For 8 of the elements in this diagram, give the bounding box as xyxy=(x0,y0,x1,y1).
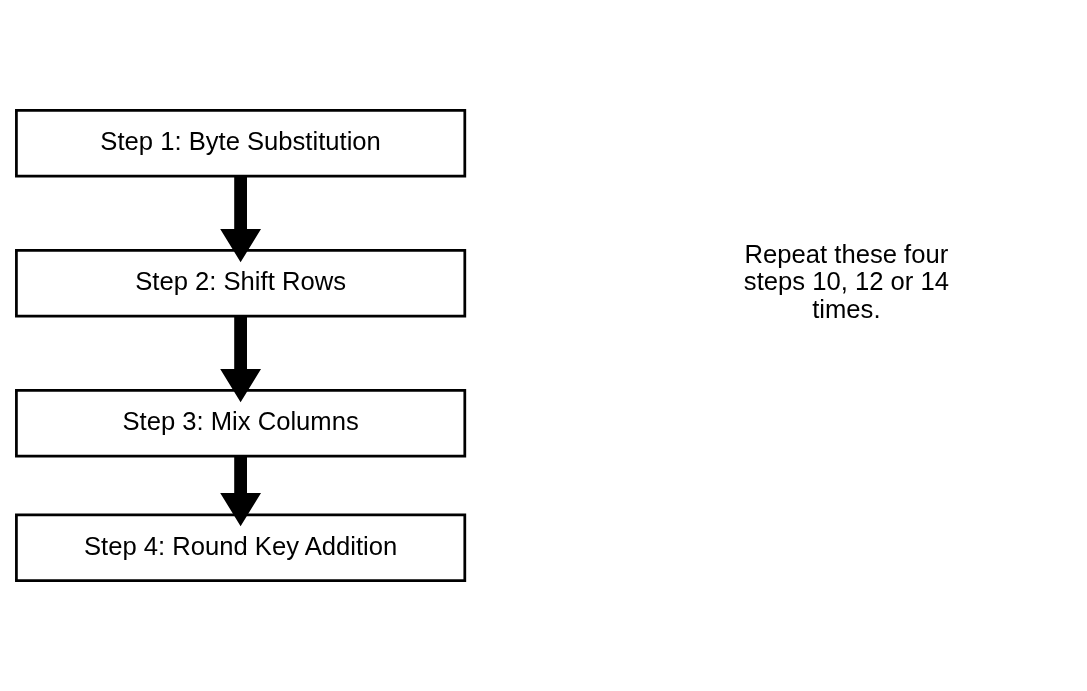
node-box: Step 3: Mix Columns xyxy=(15,388,467,458)
arrow xyxy=(220,176,261,263)
node-box: Step 4: Round Key Addition xyxy=(15,513,467,583)
node-box: Step 2: Shift Rows xyxy=(15,248,467,318)
arrow xyxy=(220,456,261,527)
arrow xyxy=(220,316,261,403)
node-box: Step 1: Byte Substitution xyxy=(15,108,467,178)
label: Repeat these four steps 10, 12 or 14 times. xyxy=(743,239,949,323)
